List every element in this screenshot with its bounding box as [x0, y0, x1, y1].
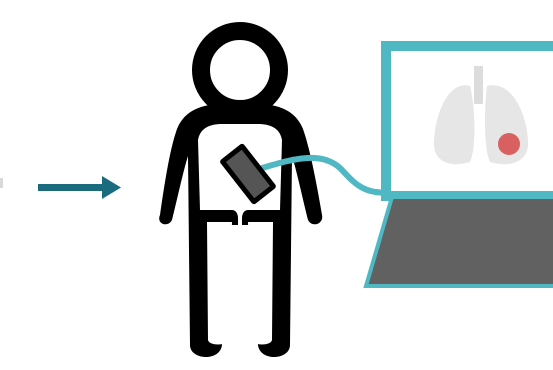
person-head	[201, 31, 279, 109]
person-icon	[159, 31, 322, 357]
left-edge-fragment	[0, 178, 3, 188]
laptop-base	[366, 197, 553, 286]
right-arrow-icon	[38, 176, 121, 199]
lesion-dot-icon	[498, 133, 520, 155]
laptop-monitor-icon	[366, 46, 553, 286]
